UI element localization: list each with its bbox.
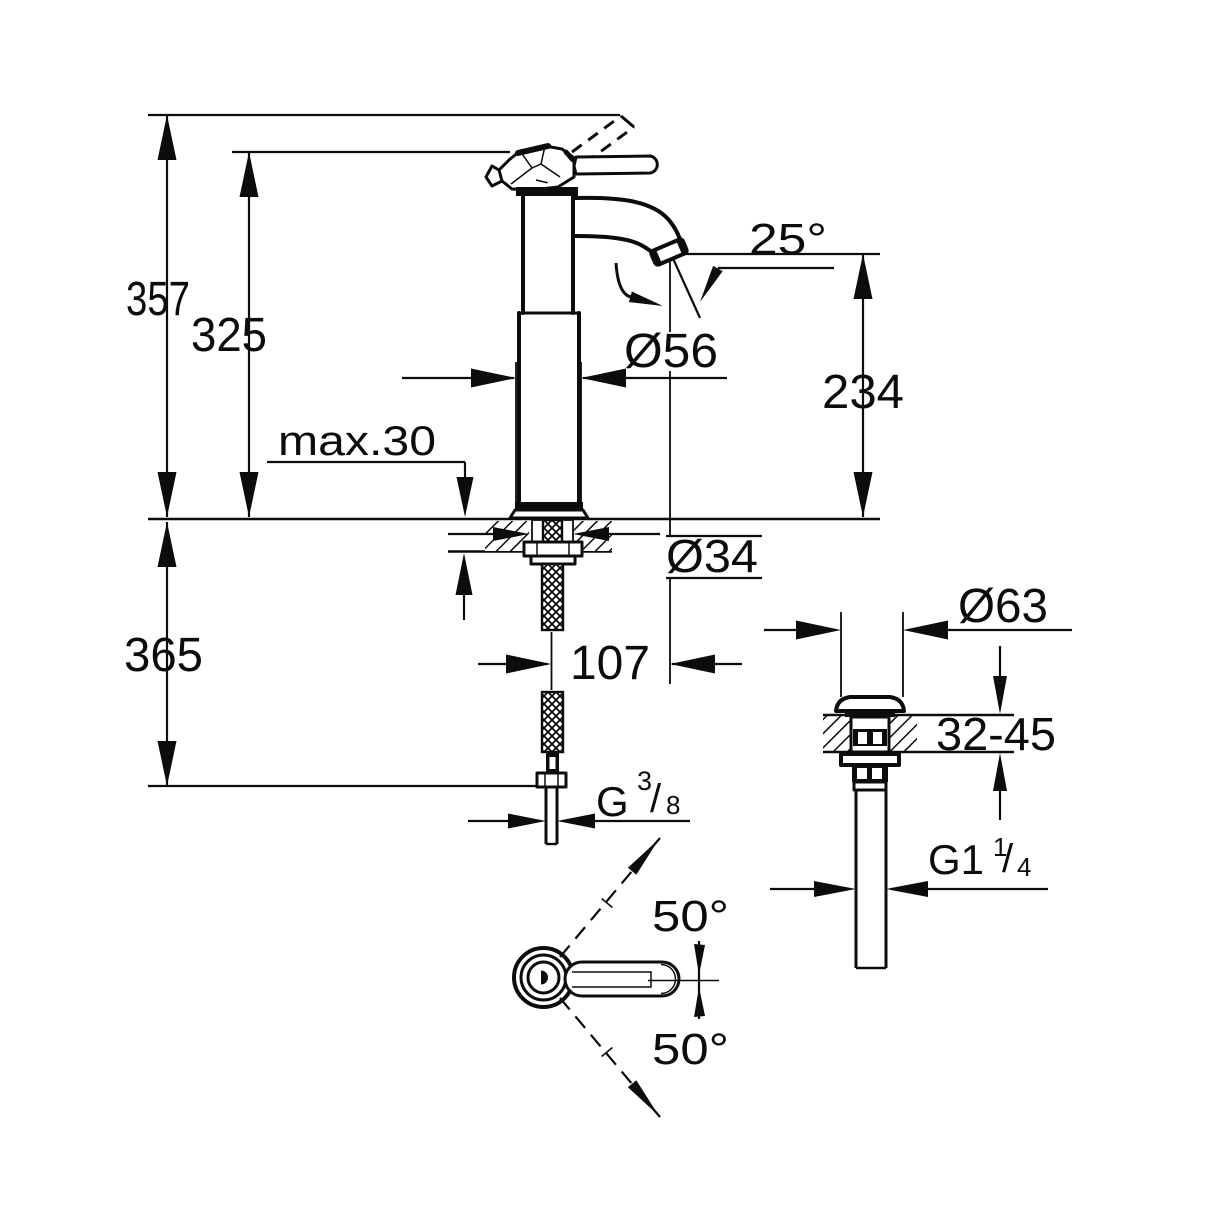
- supply-thread-slash: /: [650, 777, 662, 821]
- aerator: [649, 237, 689, 267]
- drain-deck-section: [823, 713, 1014, 754]
- handle-swing-arc-arrows: [694, 941, 705, 1019]
- supply-thread-numerator: 3: [637, 766, 652, 796]
- supply-thread-prefix: G: [596, 778, 629, 825]
- handle-swing-down-line: [559, 997, 661, 1118]
- dim-drain-thread: G1 1 / 4: [770, 832, 1048, 897]
- spout: [573, 195, 689, 306]
- water-flow-arrow: [628, 291, 663, 306]
- handle-collar: [516, 187, 578, 196]
- handle-swing-down-label: 50°: [652, 1025, 729, 1074]
- dim-spout-angle: 25°: [669, 215, 834, 319]
- drain-thread-denominator: 4: [1017, 852, 1031, 882]
- hole-diameter-label: Ø34: [666, 530, 758, 582]
- mounting-shank: [522, 518, 584, 566]
- handle-lever-top: [563, 960, 681, 998]
- faucet-body: [508, 194, 590, 520]
- drain-flange-diameter-label: Ø63: [958, 580, 1048, 633]
- dim-hole-diameter: Ø34: [448, 527, 762, 582]
- supply-hose: [535, 562, 568, 846]
- below-deck-depth-label: 365: [124, 629, 203, 682]
- outlet-height-label: 234: [822, 366, 904, 419]
- water-flow-arc: [614, 262, 632, 299]
- dim-spout-top-height: 325: [191, 152, 267, 517]
- handle-center-mark: [541, 970, 549, 985]
- dim-drain-deck-thickness: 32-45: [936, 646, 1056, 820]
- spout-angle-label: 25°: [749, 215, 827, 264]
- body-diameter-label: Ø56: [624, 325, 718, 378]
- dim-supply-thread: G 3 / 8: [468, 766, 690, 829]
- drain-body: [834, 695, 906, 970]
- overall-height-label: 357: [126, 273, 190, 326]
- drain-thread-numerator: 1: [993, 832, 1007, 862]
- handle-swing-up-line: [559, 837, 661, 958]
- spout-top-height-label: 325: [191, 309, 267, 362]
- handle-base-inner-circle: [526, 960, 561, 995]
- dim-max-deck-thickness: max.30: [267, 417, 474, 620]
- faucet-front-view: [484, 114, 689, 846]
- handle-lever-slot: [572, 971, 652, 988]
- dim-spout-reach: 107: [478, 637, 742, 690]
- drain-detail-view: Ø63: [764, 580, 1072, 970]
- dim-below-deck-depth: 365: [124, 522, 203, 786]
- dim-drain-flange-diameter: Ø63: [764, 580, 1072, 640]
- max-deck-thickness-label: max.30: [278, 417, 436, 464]
- drain-thread-slash: /: [1002, 837, 1014, 881]
- supply-thread-denominator: 8: [666, 790, 680, 820]
- handle-top-view: 50° 50°: [512, 837, 729, 1118]
- drain-thread-prefix: G1: [928, 836, 984, 883]
- handle-lever: [572, 154, 659, 176]
- dim-overall-height: 357: [126, 115, 190, 517]
- drain-deck-thickness-label: 32-45: [936, 708, 1056, 760]
- dim-body-diameter: Ø56: [402, 325, 727, 514]
- spout-reach-label: 107: [570, 637, 650, 690]
- handle-lever-tip-arc: [660, 963, 677, 995]
- dim-outlet-height: 234: [822, 254, 904, 517]
- handle-swing-up-label: 50°: [652, 892, 729, 941]
